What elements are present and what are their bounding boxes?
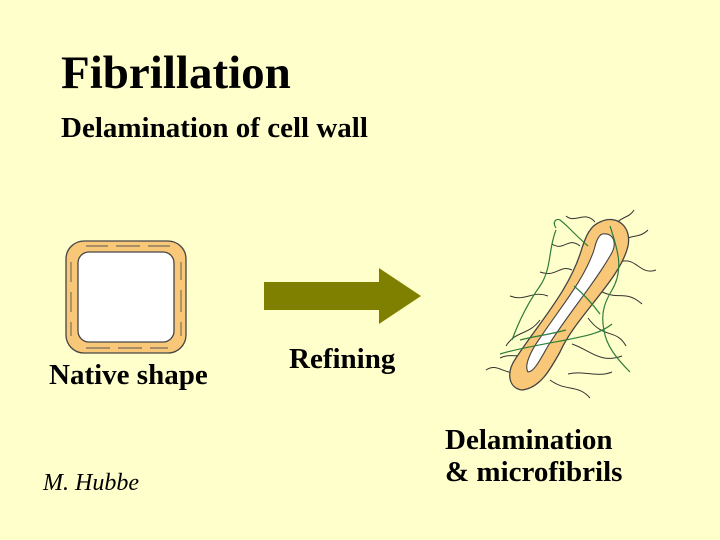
fibrillated-fiber-icon bbox=[485, 209, 657, 399]
refining-arrow-icon bbox=[264, 268, 421, 324]
delamination-label-line1: Delamination bbox=[445, 424, 613, 456]
slide-title: Fibrillation bbox=[61, 47, 291, 99]
author-credit: M. Hubbe bbox=[43, 470, 139, 496]
native-fiber-icon bbox=[65, 240, 187, 354]
refining-label: Refining bbox=[289, 343, 396, 375]
delamination-label-line2: & microfibrils bbox=[445, 456, 623, 488]
slide-subtitle: Delamination of cell wall bbox=[61, 112, 368, 144]
delamination-label: Delamination & microfibrils bbox=[445, 424, 622, 488]
native-shape-label: Native shape bbox=[49, 359, 208, 391]
